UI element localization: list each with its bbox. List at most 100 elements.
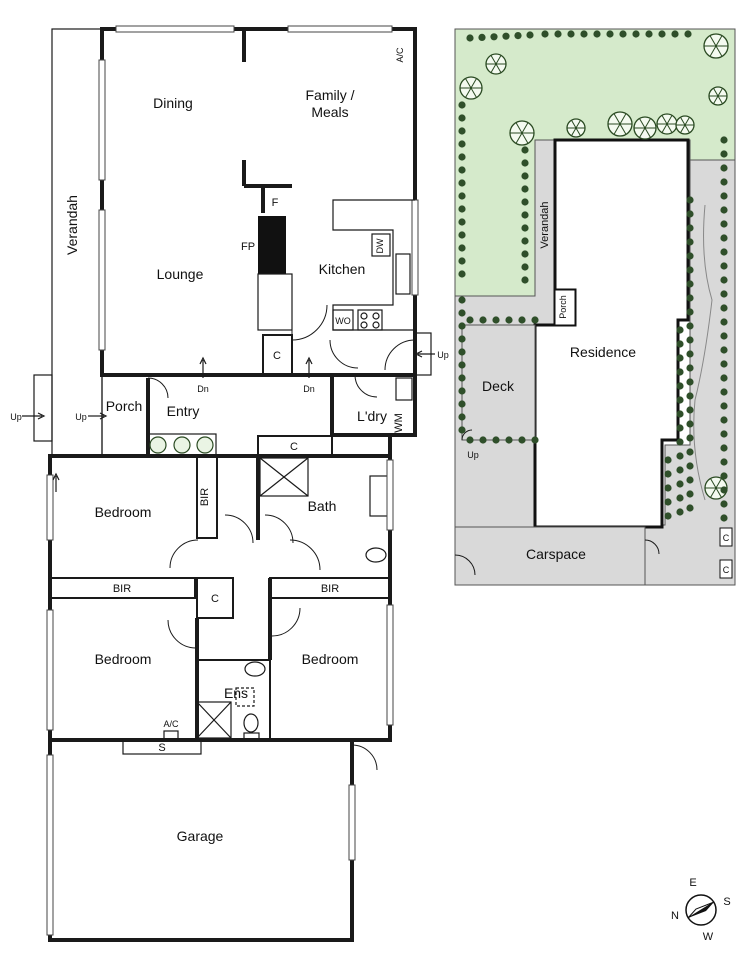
fixture-bir-right: BIR — [321, 583, 339, 595]
site-cupboard-1 — [719, 527, 733, 547]
hedge-icon — [720, 430, 728, 438]
window-top-right — [287, 25, 393, 33]
hedge-icon — [676, 326, 684, 334]
toilet-ensuite — [243, 713, 259, 733]
hedge-icon — [720, 178, 728, 186]
door-lounge-entry — [329, 339, 359, 369]
hedge-icon — [466, 316, 474, 324]
stair-up-inner: Up — [75, 412, 87, 422]
hedge-icon — [686, 224, 694, 232]
room-label-dining: Dining — [153, 95, 193, 111]
site-label-verandah: Verandah — [539, 201, 551, 248]
door-bath2 — [264, 514, 294, 544]
hedge-icon — [720, 136, 728, 144]
hedge-icon — [720, 388, 728, 396]
tree-icon — [485, 53, 507, 75]
hedge-icon — [720, 486, 728, 494]
hedge-icon — [720, 248, 728, 256]
compass-ring — [685, 894, 717, 926]
hedge-icon — [676, 410, 684, 418]
hedge-icon — [720, 192, 728, 200]
hedge-icon — [686, 504, 694, 512]
hedge-icon — [466, 436, 474, 444]
room-label-porch: Porch — [106, 398, 143, 414]
ens-dash — [235, 687, 255, 707]
hedge-icon — [676, 438, 684, 446]
window-garage-left — [46, 754, 54, 936]
hedge-icon — [458, 413, 466, 421]
hedge-icon — [686, 378, 694, 386]
hedge-icon — [720, 220, 728, 228]
hedge-icon — [686, 210, 694, 218]
fixture-c-hall: C — [211, 593, 219, 605]
hedge-icon — [686, 462, 694, 470]
fixture-fp: FP — [241, 241, 255, 253]
room-label-family: Family / — [306, 87, 355, 103]
site-label-carspace: Carspace — [526, 546, 586, 562]
hedge-icon — [720, 458, 728, 466]
hedge-icon — [664, 498, 672, 506]
hedge-icon — [521, 172, 529, 180]
room-label-laundry: L'dry — [357, 408, 387, 424]
hedge-icon — [720, 276, 728, 284]
hedge-icon — [458, 335, 466, 343]
room-label-kitchen: Kitchen — [319, 261, 366, 277]
hedge-icon — [505, 316, 513, 324]
site-deck — [461, 324, 536, 441]
hedge-icon — [686, 350, 694, 358]
site-label-porch: Porch — [558, 295, 568, 319]
hedge-icon — [458, 192, 466, 200]
tree-icon — [708, 86, 728, 106]
door-garage — [351, 744, 378, 771]
stair-dn-2: Dn — [303, 384, 315, 394]
hedge-icon — [686, 364, 694, 372]
hedge-icon — [593, 30, 601, 38]
hedge-icon — [676, 382, 684, 390]
hedge-icon — [458, 270, 466, 278]
hedge-icon — [606, 30, 614, 38]
hedge-icon — [686, 266, 694, 274]
hedge-icon — [458, 101, 466, 109]
hedge-icon — [521, 159, 529, 167]
hedge-icon — [676, 466, 684, 474]
compass-w: W — [703, 931, 714, 943]
door-bed1 — [224, 514, 254, 544]
compass: E N S W — [671, 877, 731, 943]
fireplace — [258, 216, 286, 274]
hedge-icon — [458, 400, 466, 408]
hedge-icon — [676, 452, 684, 460]
hedge-icon — [458, 153, 466, 161]
stair-up-outer: Up — [10, 412, 22, 422]
hedge-icon — [492, 316, 500, 324]
hedge-icon — [720, 374, 728, 382]
window-bed1 — [46, 474, 54, 541]
fixture-bir-vertical: BIR — [199, 488, 211, 506]
hedge-icon — [720, 150, 728, 158]
fixture-wm: WM — [393, 413, 405, 433]
hedge-icon — [686, 238, 694, 246]
hedge-icon — [720, 262, 728, 270]
hedge-icon — [720, 332, 728, 340]
side-path — [693, 204, 713, 501]
sink — [395, 253, 411, 295]
basin-ensuite — [244, 661, 266, 677]
hedge-icon — [720, 416, 728, 424]
fixture-bir-left: BIR — [113, 583, 131, 595]
hedge-icon — [458, 166, 466, 174]
window-top-left — [115, 25, 235, 33]
door-hall-left — [169, 539, 199, 569]
tree-icon — [566, 118, 586, 138]
bir-left — [49, 577, 196, 599]
hedge-icon — [531, 436, 539, 444]
compass-n: N — [671, 910, 679, 922]
hedge-icon — [458, 348, 466, 356]
hedge-icon — [686, 252, 694, 260]
hedge-icon — [664, 456, 672, 464]
hedge-icon — [502, 32, 510, 40]
laundry-wall — [330, 373, 417, 437]
hedge-icon — [686, 196, 694, 204]
toilet-bath — [365, 547, 387, 563]
tree-icon — [675, 115, 695, 135]
window-right-kitchen — [411, 199, 419, 296]
